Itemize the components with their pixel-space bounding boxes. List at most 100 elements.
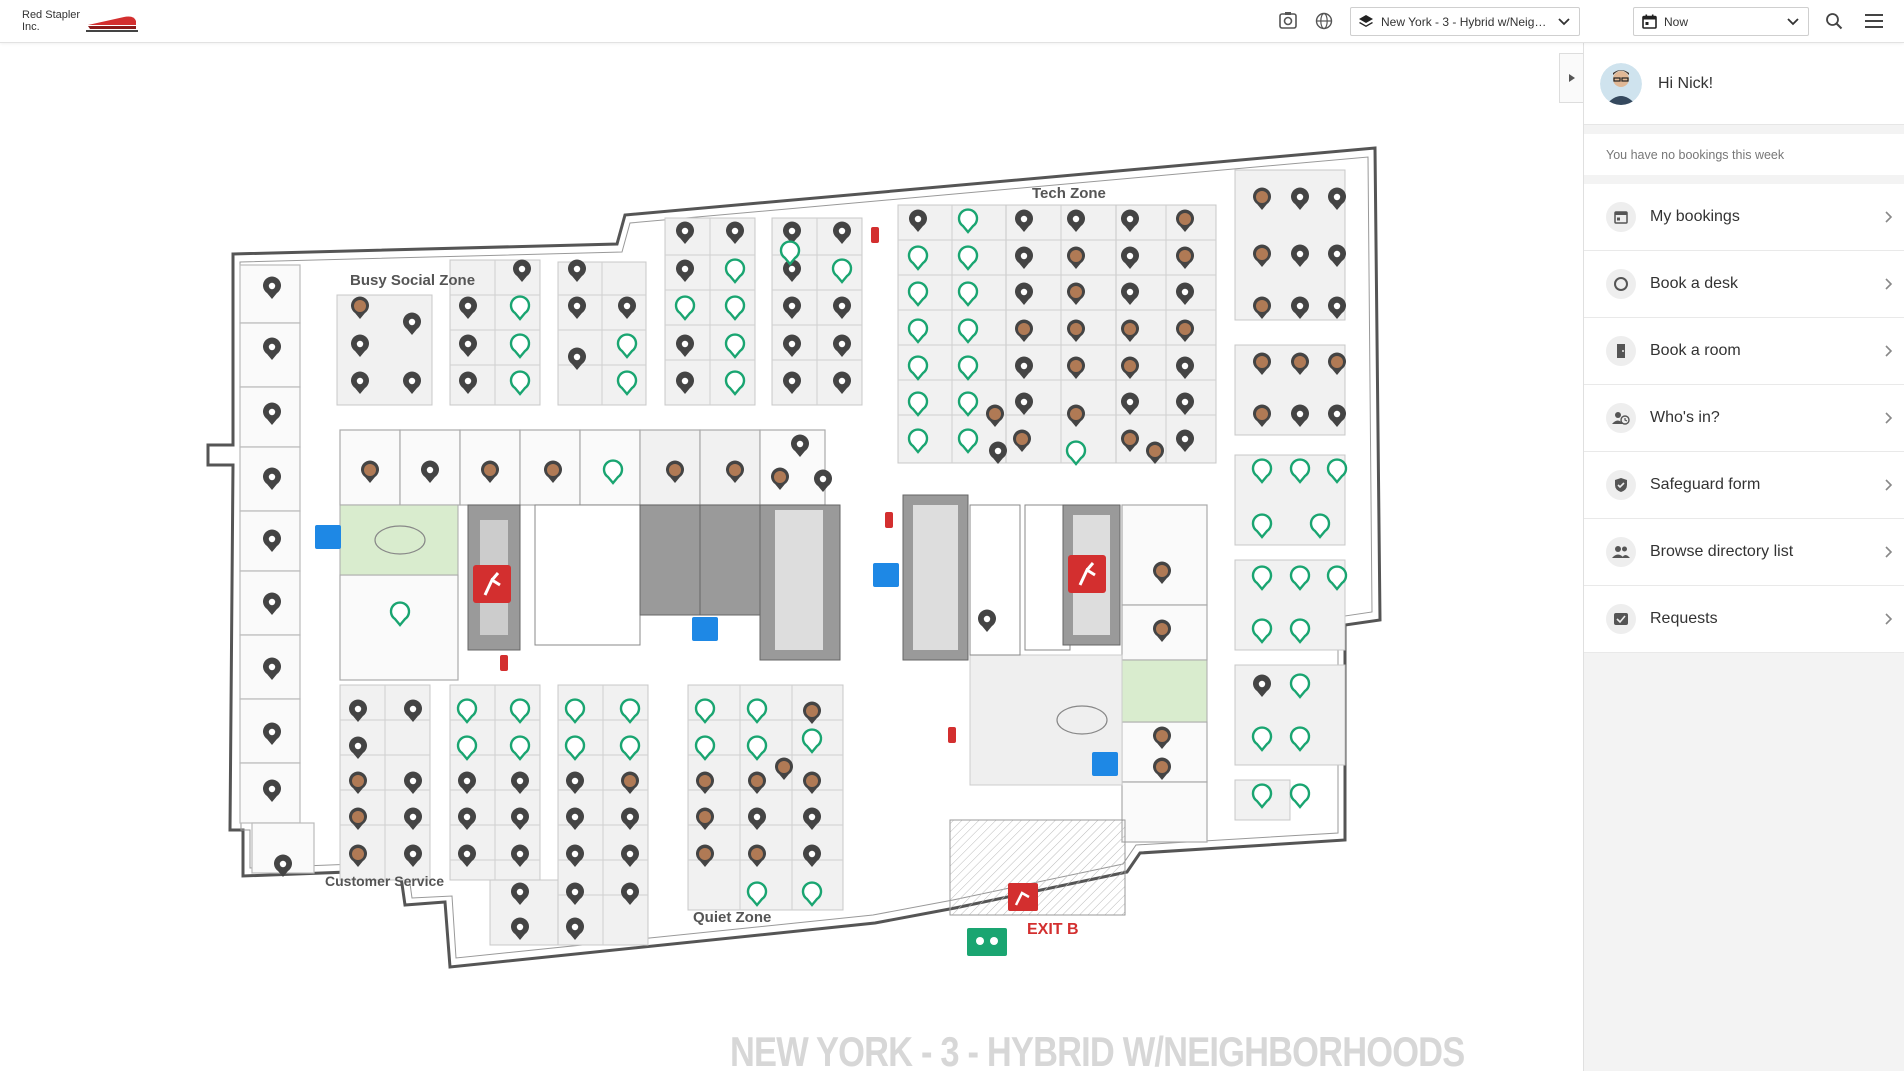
booked-desk-pin[interactable] [458, 844, 477, 867]
booked-desk-pin[interactable] [404, 844, 423, 867]
available-desk-pin[interactable] [746, 735, 768, 761]
available-desk-pin[interactable] [564, 698, 586, 724]
booked-desk-pin[interactable] [263, 529, 281, 552]
available-desk-pin[interactable] [509, 295, 531, 321]
brand[interactable]: Red Stapler Inc. [22, 9, 140, 33]
booked-desk-pin[interactable] [263, 467, 281, 490]
search-icon[interactable] [1823, 10, 1845, 32]
booked-person-pin[interactable] [1012, 429, 1031, 452]
menu-item-safeguard-form[interactable]: Safeguard form [1584, 452, 1904, 519]
booked-desk-pin[interactable] [1328, 404, 1347, 427]
booked-desk-pin[interactable] [351, 334, 369, 357]
available-desk-pin[interactable] [389, 601, 411, 627]
booked-person-pin[interactable] [726, 460, 745, 483]
booked-desk-pin[interactable] [403, 312, 422, 335]
booked-person-pin[interactable] [1252, 187, 1272, 210]
booked-person-pin[interactable] [1153, 726, 1171, 749]
booked-desk-pin[interactable] [565, 917, 585, 940]
booked-person-pin[interactable] [351, 296, 369, 319]
booked-desk-pin[interactable] [782, 334, 801, 357]
booked-person-pin[interactable] [349, 771, 368, 794]
available-desk-pin[interactable] [509, 370, 531, 396]
booked-desk-pin[interactable] [263, 657, 281, 680]
menu-item-requests[interactable]: Requests [1584, 586, 1904, 653]
booked-person-pin[interactable] [1067, 282, 1085, 305]
available-desk-pin[interactable] [724, 258, 746, 284]
booked-person-pin[interactable] [1252, 296, 1272, 319]
available-desk-pin[interactable] [957, 318, 979, 344]
available-desk-pin[interactable] [1326, 565, 1348, 591]
booked-desk-pin[interactable] [782, 221, 801, 244]
booked-desk-pin[interactable] [263, 337, 281, 360]
available-desk-pin[interactable] [694, 698, 716, 724]
booked-person-pin[interactable] [1175, 246, 1195, 269]
booked-desk-pin[interactable] [1175, 356, 1195, 379]
booked-desk-pin[interactable] [676, 221, 694, 244]
booked-person-pin[interactable] [775, 757, 794, 780]
booked-desk-pin[interactable] [263, 592, 281, 615]
booked-desk-pin[interactable] [1253, 674, 1272, 697]
booked-desk-pin[interactable] [1121, 209, 1139, 232]
booked-desk-pin[interactable] [1328, 244, 1347, 267]
available-desk-pin[interactable] [907, 318, 929, 344]
booked-person-pin[interactable] [349, 844, 368, 867]
booked-desk-pin[interactable] [1328, 296, 1347, 319]
booked-desk-pin[interactable] [1175, 429, 1195, 452]
booked-desk-pin[interactable] [1015, 356, 1033, 379]
booked-desk-pin[interactable] [1067, 209, 1085, 232]
available-desk-pin[interactable] [1289, 618, 1311, 644]
booked-desk-pin[interactable] [1015, 282, 1033, 305]
booked-desk-pin[interactable] [676, 259, 694, 282]
available-desk-pin[interactable] [907, 428, 929, 454]
available-desk-pin[interactable] [509, 333, 531, 359]
booked-person-pin[interactable] [666, 460, 684, 483]
available-desk-pin[interactable] [724, 295, 746, 321]
booked-person-pin[interactable] [985, 404, 1004, 427]
available-desk-pin[interactable] [602, 459, 624, 485]
booked-desk-pin[interactable] [1291, 244, 1309, 267]
available-desk-pin[interactable] [616, 333, 638, 359]
booked-desk-pin[interactable] [459, 334, 477, 357]
available-desk-pin[interactable] [619, 698, 641, 724]
booked-desk-pin[interactable] [620, 807, 640, 830]
booked-person-pin[interactable] [748, 844, 767, 867]
booked-person-pin[interactable] [695, 771, 715, 794]
booked-person-pin[interactable] [1067, 404, 1085, 427]
globe-icon[interactable] [1313, 10, 1335, 32]
available-desk-pin[interactable] [801, 881, 823, 907]
available-desk-pin[interactable] [957, 428, 979, 454]
available-desk-pin[interactable] [1289, 673, 1311, 699]
available-desk-pin[interactable] [1251, 565, 1273, 591]
booked-desk-pin[interactable] [803, 807, 822, 830]
panel-collapse-tab[interactable] [1559, 53, 1583, 103]
available-desk-pin[interactable] [509, 698, 531, 724]
booked-desk-pin[interactable] [510, 917, 529, 940]
available-desk-pin[interactable] [1289, 458, 1311, 484]
available-desk-pin[interactable] [1065, 440, 1087, 466]
booked-desk-pin[interactable] [782, 371, 801, 394]
menu-item-book-room[interactable]: Book a room [1584, 318, 1904, 385]
booked-desk-pin[interactable] [510, 807, 529, 830]
available-desk-pin[interactable] [1289, 726, 1311, 752]
booked-person-pin[interactable] [1328, 352, 1347, 375]
available-desk-pin[interactable] [1251, 458, 1273, 484]
available-desk-pin[interactable] [907, 391, 929, 417]
available-desk-pin[interactable] [1289, 783, 1311, 809]
floor-map-area[interactable]: Busy Social Zone Tech Zone Customer Serv… [0, 43, 1583, 1071]
available-desk-pin[interactable] [1251, 726, 1273, 752]
available-desk-pin[interactable] [779, 240, 801, 266]
booked-desk-pin[interactable] [790, 434, 809, 457]
floor-plan[interactable]: Busy Social Zone Tech Zone Customer Serv… [0, 43, 1583, 1071]
booked-desk-pin[interactable] [1121, 246, 1139, 269]
desk-pins[interactable] [263, 187, 1348, 940]
booked-person-pin[interactable] [748, 771, 767, 794]
available-desk-pin[interactable] [1251, 618, 1273, 644]
available-desk-pin[interactable] [1309, 513, 1331, 539]
booked-desk-pin[interactable] [1291, 404, 1309, 427]
available-desk-pin[interactable] [1326, 458, 1348, 484]
floor-select[interactable]: New York - 3 - Hybrid w/Neighb... [1350, 7, 1580, 36]
available-desk-pin[interactable] [957, 281, 979, 307]
booked-desk-pin[interactable] [833, 334, 851, 357]
booked-desk-pin[interactable] [1015, 392, 1033, 415]
available-desk-pin[interactable] [616, 370, 638, 396]
